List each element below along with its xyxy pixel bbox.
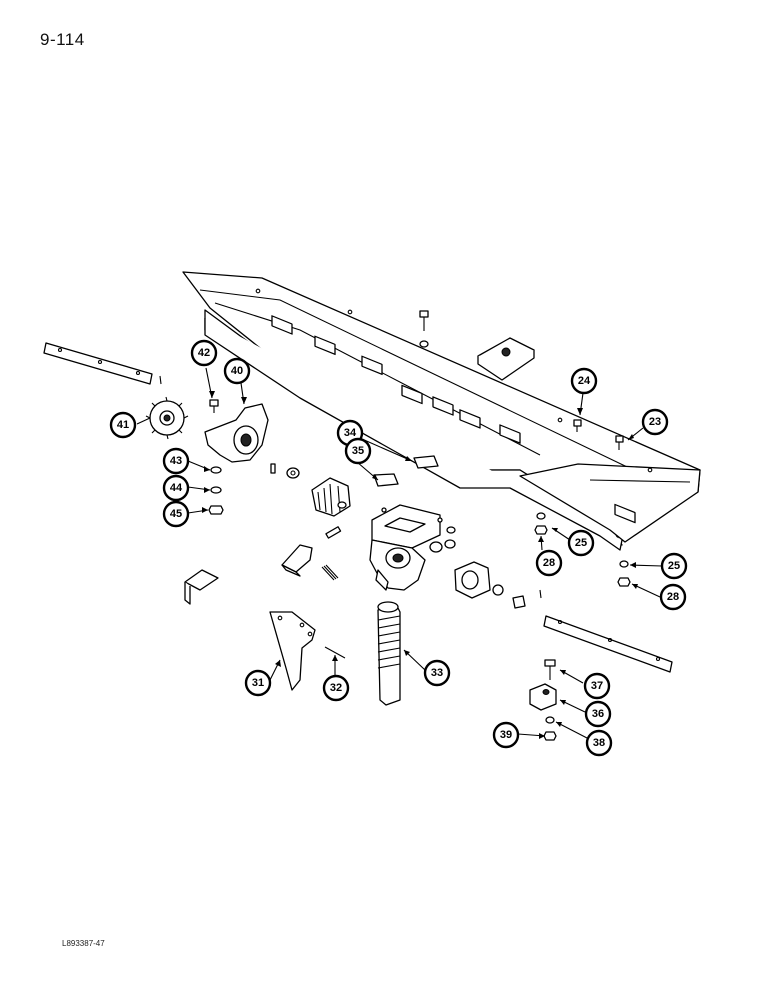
figure-code: L893387-47 xyxy=(62,939,105,948)
callout-28-lower: 28 xyxy=(659,583,687,611)
svg-text:34: 34 xyxy=(344,427,357,439)
bearing-housing xyxy=(204,403,269,463)
svg-text:43: 43 xyxy=(170,455,182,467)
bearing-block xyxy=(454,561,491,599)
callout-25-lower: 25 xyxy=(660,552,688,580)
svg-text:25: 25 xyxy=(575,537,587,549)
callout-39: 39 xyxy=(492,721,520,749)
page-number: 9-114 xyxy=(40,30,85,49)
callout-36: 36 xyxy=(584,700,612,728)
right-bar xyxy=(543,615,673,673)
callout-33: 33 xyxy=(423,659,451,687)
svg-text:36: 36 xyxy=(592,708,604,720)
svg-text:31: 31 xyxy=(252,677,264,689)
svg-text:28: 28 xyxy=(667,591,679,603)
leader-arrows xyxy=(202,391,638,739)
svg-text:39: 39 xyxy=(500,729,512,741)
callout-32: 32 xyxy=(322,674,350,702)
washer-44 xyxy=(210,486,222,494)
callout-35: 35 xyxy=(344,437,372,465)
spline-shaft xyxy=(311,477,351,517)
callout-23: 23 xyxy=(641,408,669,436)
rod xyxy=(324,646,346,659)
svg-text:24: 24 xyxy=(578,375,591,387)
sprocket xyxy=(145,396,189,440)
bolt-23 xyxy=(615,435,624,450)
callout-28-upper: 28 xyxy=(535,549,563,577)
svg-text:23: 23 xyxy=(649,416,661,428)
callout-41: 41 xyxy=(109,411,137,439)
callout-45: 45 xyxy=(162,500,190,528)
washer-43 xyxy=(210,466,222,474)
auger-tube xyxy=(377,601,401,706)
svg-text:35: 35 xyxy=(352,445,364,457)
angle-bracket xyxy=(184,569,219,605)
svg-text:33: 33 xyxy=(431,667,443,679)
callout-38: 38 xyxy=(585,729,613,757)
shim-34 xyxy=(413,455,439,469)
bolt-42 xyxy=(209,399,219,413)
shim-35 xyxy=(373,473,399,487)
bolt-37 xyxy=(544,659,556,680)
svg-text:32: 32 xyxy=(330,682,342,694)
nut-45 xyxy=(208,505,224,515)
callout-43: 43 xyxy=(162,447,190,475)
svg-text:40: 40 xyxy=(231,365,243,377)
main-housing xyxy=(182,271,701,551)
clamp-36 xyxy=(529,683,557,711)
callout-42: 42 xyxy=(190,339,218,367)
top-bracket xyxy=(477,337,535,381)
svg-text:25: 25 xyxy=(668,560,680,572)
callout-25-upper: 25 xyxy=(567,529,595,557)
left-bar xyxy=(43,342,153,385)
gearbox xyxy=(369,504,443,591)
spring xyxy=(321,564,339,581)
svg-text:38: 38 xyxy=(593,737,605,749)
callout-31: 31 xyxy=(244,669,272,697)
top-bolt xyxy=(419,310,429,348)
callout-37: 37 xyxy=(583,672,611,700)
svg-text:41: 41 xyxy=(117,419,129,431)
svg-text:42: 42 xyxy=(198,347,210,359)
bolt-24 xyxy=(573,419,582,432)
svg-text:44: 44 xyxy=(170,482,183,494)
mount-bracket xyxy=(269,611,316,691)
callout-24: 24 xyxy=(570,367,598,395)
bracket-small xyxy=(281,544,313,577)
callout-40: 40 xyxy=(223,357,251,385)
callout-44: 44 xyxy=(162,474,190,502)
svg-text:45: 45 xyxy=(170,508,182,520)
svg-text:37: 37 xyxy=(591,680,603,692)
svg-text:28: 28 xyxy=(543,557,555,569)
